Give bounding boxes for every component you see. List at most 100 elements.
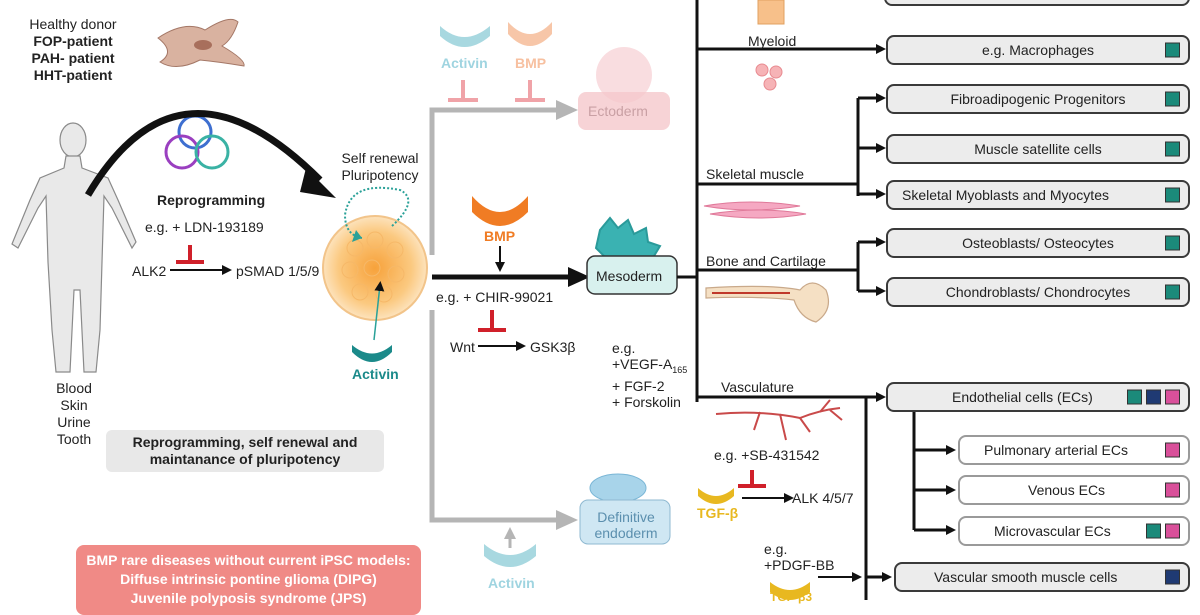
- caption-line1: Reprogramming, self renewal and: [132, 434, 358, 450]
- marker-navy: [1165, 569, 1180, 585]
- rare-item-dipg: Diffuse intrinsic pontine glioma (DIPG): [120, 571, 377, 587]
- wnt-label: Wnt: [450, 339, 475, 355]
- outcome-box-top-cut: [884, 0, 1190, 6]
- outcome-label: Skeletal Myoblasts and Myocytes: [902, 187, 1109, 203]
- mesoderm-label: Mesoderm: [596, 268, 663, 284]
- outcome-label: Endothelial cells (ECs): [952, 389, 1093, 405]
- pdgf-text: +PDGF-BB: [764, 557, 835, 573]
- tgfb-receptor-icon: [698, 488, 734, 504]
- chir-label: e.g. + CHIR-99021: [436, 289, 554, 305]
- endoderm-line2: endoderm: [594, 525, 658, 541]
- activin-receptor-icon: [352, 345, 392, 362]
- outcome-label: Fibroadipogenic Progenitors: [950, 91, 1126, 107]
- marker-squares: [1161, 235, 1180, 251]
- marker-pink: [1165, 389, 1180, 405]
- ectoderm-label: Ectoderm: [588, 103, 648, 119]
- vegf-sub: 165: [672, 364, 688, 375]
- vegf-eg: e.g.: [612, 340, 636, 356]
- rare-title: BMP rare diseases without current iPSC m…: [86, 552, 411, 568]
- source-list: Blood Skin Urine Tooth: [44, 380, 104, 448]
- source-urine: Urine: [57, 414, 91, 430]
- outcome-satellite: Muscle satellite cells: [886, 134, 1190, 164]
- outcome-myoblasts: Skeletal Myoblasts and Myocytes: [886, 180, 1190, 210]
- blood-vessel-icon: [715, 399, 843, 441]
- outcome-pulmonary: Pulmonary arterial ECs: [958, 435, 1190, 465]
- outcome-osteoblasts: Osteoblasts/ Osteocytes: [886, 228, 1190, 258]
- self-renewal-line1: Self renewal: [341, 150, 419, 166]
- fibroblast-cell-icon: [157, 18, 245, 67]
- caption-box: Reprogramming, self renewal and maintana…: [106, 430, 384, 472]
- marker-squares: [1161, 141, 1180, 157]
- branch-skeletal: Skeletal muscle: [706, 166, 805, 182]
- endoderm-line1: Definitive: [597, 509, 655, 525]
- marker-squares: [1161, 442, 1180, 458]
- branch-vasculature: Vasculature: [721, 379, 794, 395]
- marker-squares: [1123, 389, 1180, 405]
- tgfb-label: TGF-β: [697, 505, 739, 521]
- sb-label: e.g. +SB-431542: [714, 447, 820, 463]
- self-renewal-line2: Pluripotency: [341, 167, 419, 183]
- forskolin-text: + Forskolin: [612, 393, 681, 410]
- rare-item-jps: Juvenile polyposis syndrome (JPS): [130, 590, 367, 606]
- alk457-label: ALK 4/5/7: [792, 490, 854, 506]
- plasmid-icon: [164, 114, 230, 170]
- alk2-label: ALK2: [132, 263, 167, 279]
- activin-low-label: Activin: [488, 575, 535, 591]
- marker-squares: [1161, 284, 1180, 300]
- donor-list: Healthy donor FOP-patient PAH- patient H…: [18, 16, 128, 84]
- branch-myeloid: Myeloid: [748, 33, 797, 49]
- outcome-label: Vascular smooth muscle cells: [934, 569, 1118, 585]
- marker-pink: [1165, 482, 1180, 498]
- bmp-mid-label: BMP: [484, 228, 516, 244]
- marker-squares: [1161, 569, 1180, 585]
- activin-receptor-low-icon: [484, 544, 536, 567]
- donor-fop: FOP-patient: [33, 33, 113, 49]
- reprogramming-arrow: [84, 110, 323, 197]
- marker-pink: [1165, 442, 1180, 458]
- human-figure-icon: [11, 122, 137, 373]
- muscle-fibers-icon: [703, 201, 807, 219]
- endoderm-label: Definitive endoderm: [586, 509, 666, 541]
- marker-teal: [1165, 91, 1180, 107]
- myeloid-cell-icon: [757, 0, 785, 25]
- marker-teal: [1146, 523, 1161, 539]
- outcome-endothelial: Endothelial cells (ECs): [886, 382, 1190, 412]
- bmp-top-label: BMP: [515, 55, 547, 71]
- outcome-macrophages: e.g. Macrophages: [886, 35, 1190, 65]
- outcome-vsmc: Vascular smooth muscle cells: [894, 562, 1190, 592]
- bmp-receptor-icon: [472, 196, 528, 226]
- marker-teal: [1165, 42, 1180, 58]
- outcome-label: e.g. Macrophages: [981, 42, 1095, 58]
- outcome-venous: Venous ECs: [958, 475, 1190, 505]
- branch-bone: Bone and Cartilage: [706, 253, 826, 269]
- gsk-label: GSK3β: [530, 339, 576, 355]
- vegf-label: e.g. +VEGF-A165 + FGF-2 + Forskolin: [612, 340, 687, 410]
- self-renewal-label: Self renewal Pluripotency: [330, 150, 430, 184]
- pdgf-eg: e.g.: [764, 541, 788, 557]
- tgfb3-label: TGF-β3: [770, 590, 812, 604]
- marker-pink: [1165, 523, 1180, 539]
- blood-cells-icon: [755, 63, 783, 91]
- caption-line2: maintanance of pluripotency: [149, 451, 341, 467]
- outcome-label: Microvascular ECs: [994, 523, 1111, 539]
- outcome-fibroadipogenic: Fibroadipogenic Progenitors: [886, 84, 1190, 114]
- marker-squares: [1161, 42, 1180, 58]
- psmad-label: pSMAD 1/5/9: [236, 263, 320, 279]
- marker-squares: [1161, 91, 1180, 107]
- bmp-receptor-faded-icon: [508, 22, 552, 46]
- donor-pah: PAH- patient: [31, 50, 115, 66]
- outcome-chondroblasts: Chondroblasts/ Chondrocytes: [886, 277, 1190, 307]
- ldn-label: e.g. + LDN-193189: [145, 219, 264, 235]
- fgf-text: + FGF-2: [612, 377, 665, 394]
- tgfb3-receptor-icon: [770, 582, 810, 600]
- marker-teal: [1165, 141, 1180, 157]
- marker-teal: [1127, 389, 1142, 405]
- bone-icon: [705, 282, 829, 323]
- activin-receptor-faded-icon: [440, 26, 490, 47]
- marker-squares: [1161, 187, 1180, 203]
- marker-teal: [1165, 187, 1180, 203]
- donor-healthy: Healthy donor: [29, 16, 117, 32]
- outcome-label: Chondroblasts/ Chondrocytes: [945, 284, 1131, 300]
- activin-top-label: Activin: [441, 55, 488, 71]
- donor-hht: HHT-patient: [33, 67, 113, 83]
